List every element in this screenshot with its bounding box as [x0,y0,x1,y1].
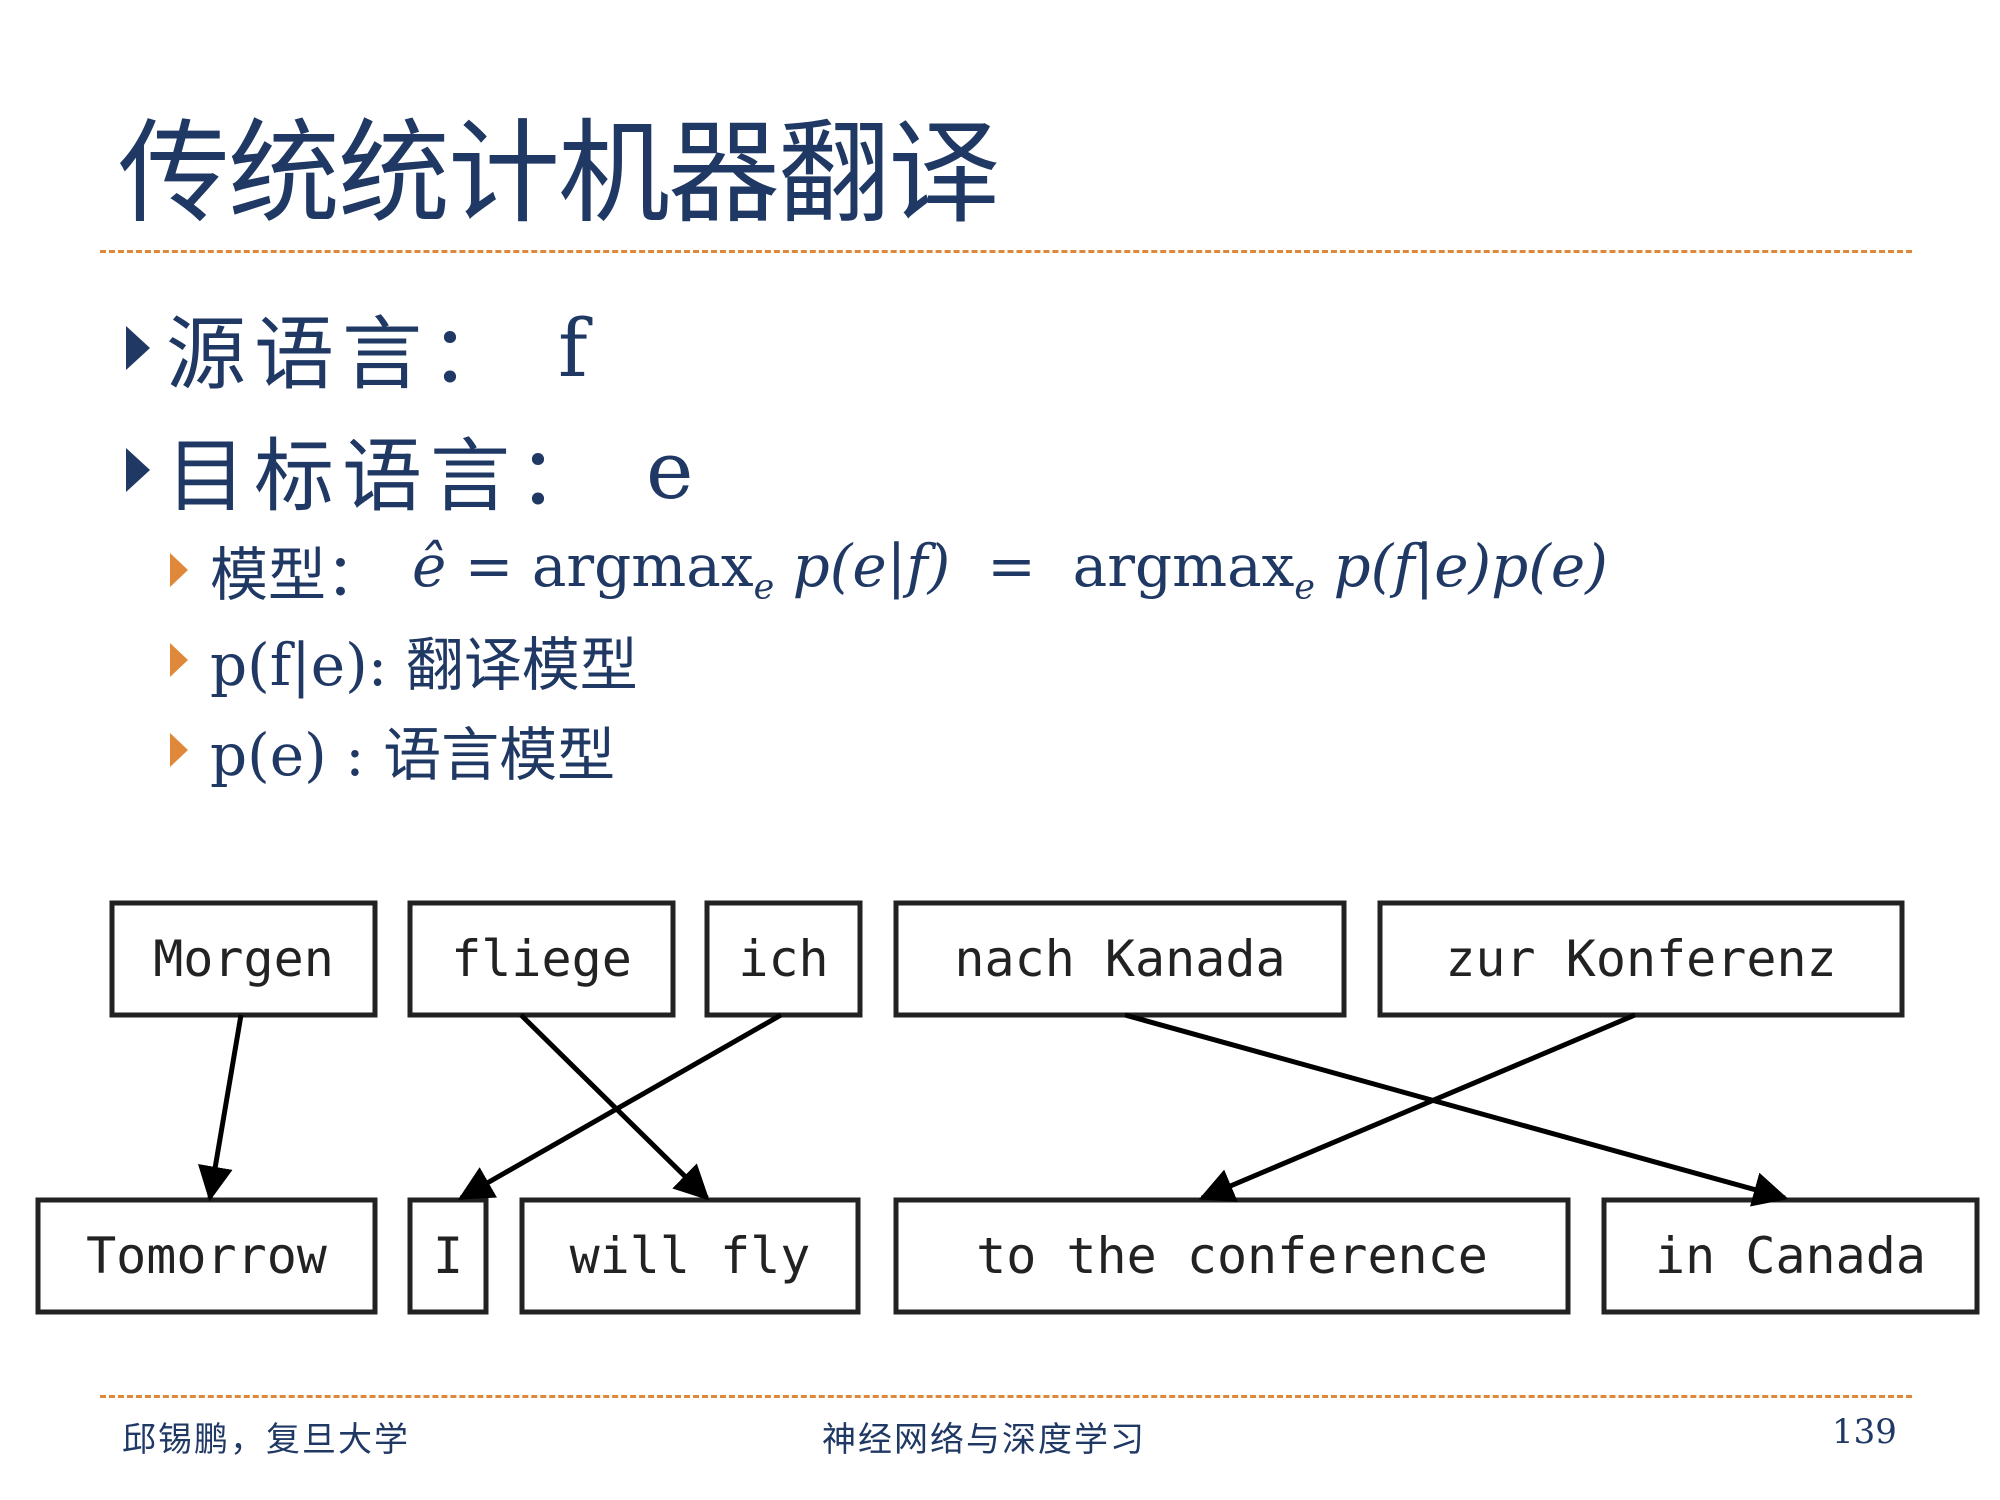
title-divider [100,250,1912,253]
bullet-target-language: 目标语言： e [126,412,693,528]
footer-course: 神经网络与深度学习 [822,1420,1146,1460]
footer-author: 邱锡鹏，复旦大学 [122,1420,410,1460]
formula-argmax: argmax [1072,532,1295,601]
source-word-box-border [893,900,1347,1018]
target-word-box: to the conference [893,1197,1571,1315]
source-word-label: fliege [451,930,632,988]
source-word-box-border [1377,900,1905,1018]
alignment-arrow [198,1014,244,1202]
language-model-text: p(e) : 语言模型 [210,721,616,789]
formula-noisy-channel: p(f|e)p(e) [1333,532,1608,601]
target-word-label: to the conference [976,1227,1488,1285]
target-word-label: in Canada [1655,1227,1926,1285]
formula-posterior: p(e|f) [792,532,951,601]
bullet-label: 源语言： [166,308,518,401]
alignment-arrow [519,1013,710,1201]
formula-equals: = [987,532,1036,601]
source-word-box-border [109,900,378,1018]
sub-bullet-language-model: p(e) : 语言模型 [170,708,615,792]
formula-subscript: e [753,567,775,608]
translation-model-text: p(f|e): 翻译模型 [210,631,638,699]
target-word-box-border [1601,1197,1980,1315]
orange-triangle-bullet-icon [170,643,188,677]
source-word-box: Morgen [109,900,378,1018]
formula-e-hat: ê [412,532,447,601]
target-word-label: Tomorrow [86,1227,328,1285]
orange-triangle-bullet-icon [170,553,188,587]
target-word-box: Tomorrow [35,1197,378,1315]
bullet-source-language: 源语言： f [126,290,588,406]
alignment-arrow [1124,1012,1789,1207]
formula-subscript: e [1294,567,1315,608]
source-word-box: zur Konferenz [1377,900,1905,1018]
slide-title: 传统统计机器翻译 [118,109,1000,239]
source-word-box: nach Kanada [893,900,1347,1018]
page-number: 139 [1832,1412,1897,1452]
target-word-label: will fly [570,1227,811,1285]
alignment-arrow [1198,1012,1636,1202]
source-word-label: ich [738,930,828,988]
model-formula: ê = argmaxe p(e|f) = argmaxe p(f|e)p(e) [412,532,1608,608]
alignment-arrow [457,1012,783,1201]
source-word-label: zur Konferenz [1445,930,1836,988]
source-word-label: Morgen [153,930,334,988]
model-label: 模型： [210,541,385,609]
bullet-value: e [646,423,694,517]
sub-bullet-translation-model: p(f|e): 翻译模型 [170,618,638,702]
bullet-value: f [558,301,588,395]
formula-equals: = [464,532,514,601]
source-word-box: fliege [407,900,676,1018]
formula-argmax: argmax [531,532,754,601]
target-word-box-border [519,1197,861,1315]
bullet-label: 目标语言： [166,430,606,523]
source-word-box-border [704,900,863,1018]
orange-triangle-bullet-icon [170,733,188,767]
target-word-box: I [407,1197,489,1315]
footer-divider [100,1395,1912,1398]
sub-bullet-model: 模型： ê = argmaxe p(e|f) = argmaxe p(f|e)p… [170,528,1608,612]
source-word-box-border [407,900,676,1018]
target-word-box-border [35,1197,378,1315]
source-word-box: ich [704,900,863,1018]
triangle-bullet-icon [126,448,150,492]
target-word-box: will fly [519,1197,861,1315]
triangle-bullet-icon [126,326,150,370]
target-word-box-border [407,1197,489,1315]
target-word-box: in Canada [1601,1197,1980,1315]
source-word-label: nach Kanada [954,930,1285,988]
target-word-label: I [433,1227,463,1285]
